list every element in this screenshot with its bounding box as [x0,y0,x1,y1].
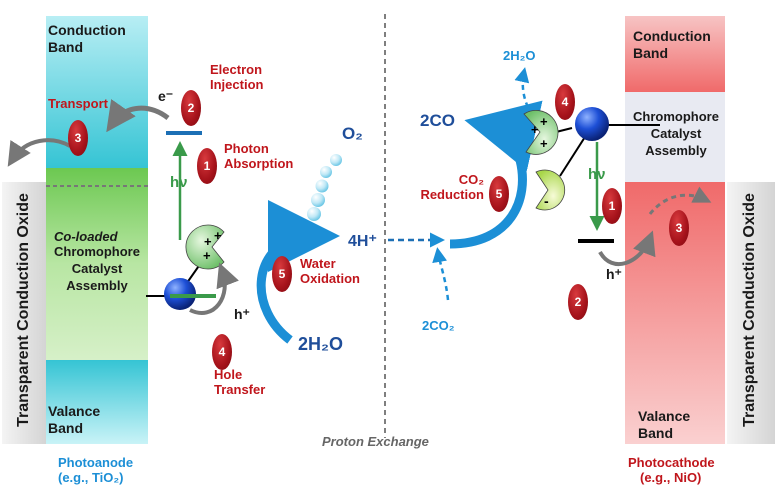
anode-hplus-label: h⁺ [234,306,250,322]
cathode-catalyst-plus-1: + [531,122,539,137]
cathode-catalyst-minus: - [544,193,549,209]
cathode-tco-bar [727,182,775,444]
cathode-catalyst-top [523,110,559,155]
water-oxidation-arrow [256,200,340,344]
cathode-catalyst-plus-2: + [540,114,548,129]
anode-assembly-region [46,168,148,360]
cathode-assembly-label: Chromophore Catalyst Assembly [633,109,719,158]
hole-transfer-label: Hole Transfer [214,367,266,397]
cathode-hv-label: hν [588,166,606,183]
co2-reduction-label: CO₂ Reduction [420,172,484,202]
anode-catalyst-plus-1: + [204,234,212,249]
o2-bubble [320,166,332,178]
cathode-tco-label: Transparent Conduction Oxide [741,193,758,427]
step-marker: 4 [555,84,575,120]
co2-reduction-arrow [449,100,543,249]
anode-valance-band [46,360,148,444]
anode-tco-bar [2,182,46,444]
anode-hv-label: hν [170,174,188,191]
cathode-conduction-band-label: Conduction Band [633,28,711,61]
transport-arrow [106,99,170,133]
cathode-assembly-region [625,92,725,182]
step-marker: 2 [181,90,201,126]
anode-valance-band-label: Valance Band [48,403,101,436]
anode-catalyst-plus-2: + [214,228,222,243]
o2-bubble [330,154,342,166]
cathode-catalyst-bottom [535,169,566,211]
co2-input-arrow [432,247,450,301]
cathode-chromophore [575,107,609,141]
water-output-label: 2H₂O [503,48,536,63]
step-marker: 1 [197,148,217,184]
co2-input-label: 2CO₂ [422,318,455,333]
o2-bubble [307,207,321,221]
co-label: 2CO [420,111,455,130]
o2-bubble [311,193,325,207]
cathode-valance-band-label: Valance Band [638,408,691,441]
step-marker: 1 [602,188,622,224]
hole-transfer-arrow [189,262,239,315]
proton-exchange-label: Proton Exchange [322,434,429,449]
step-marker: 3 [68,120,88,156]
cathode-example-label: (e.g., NiO) [640,470,702,485]
anode-co-loaded-label: Co-loaded [54,229,118,244]
cathode-tco-arrow [648,186,712,215]
anode-tco-label: Transparent Conduction Oxide [15,193,32,427]
anode-name-label: Photoanode [58,455,134,470]
cathode-hplus-label: h⁺ [606,266,622,282]
anode-assembly-label: Chromophore Catalyst Assembly [54,244,140,293]
cathode-conduction-band [625,16,725,92]
anode-tco-arrow [7,138,71,167]
step-marker: 4 [212,334,232,370]
anode-catalyst-plus-3: + [203,248,211,263]
electron-injection-label: Electron Injection [210,62,264,92]
step-marker: 2 [568,284,588,320]
cathode-hole-arrow [598,230,656,267]
electron-label: e⁻ [158,88,174,104]
anode-example-label: (e.g., TiO₂) [58,470,124,485]
protons-label: 4H⁺ [348,233,377,250]
step-marker: 3 [669,210,689,246]
anode-conduction-band-label: Conduction Band [48,22,126,55]
cathode-name-label: Photocathode [628,455,715,470]
step-marker: 5 [489,176,509,212]
o2-label: O₂ [342,124,363,143]
water-oxidation-label: Water Oxidation [300,256,360,286]
o2-bubble [315,179,329,193]
step-marker: 5 [272,256,292,292]
cathode-catalyst-plus-3: + [540,136,548,151]
water-label: 2H₂O [298,334,344,354]
photon-absorption-label: Photon Absorption [224,141,294,171]
transport-label: Transport [48,96,108,111]
